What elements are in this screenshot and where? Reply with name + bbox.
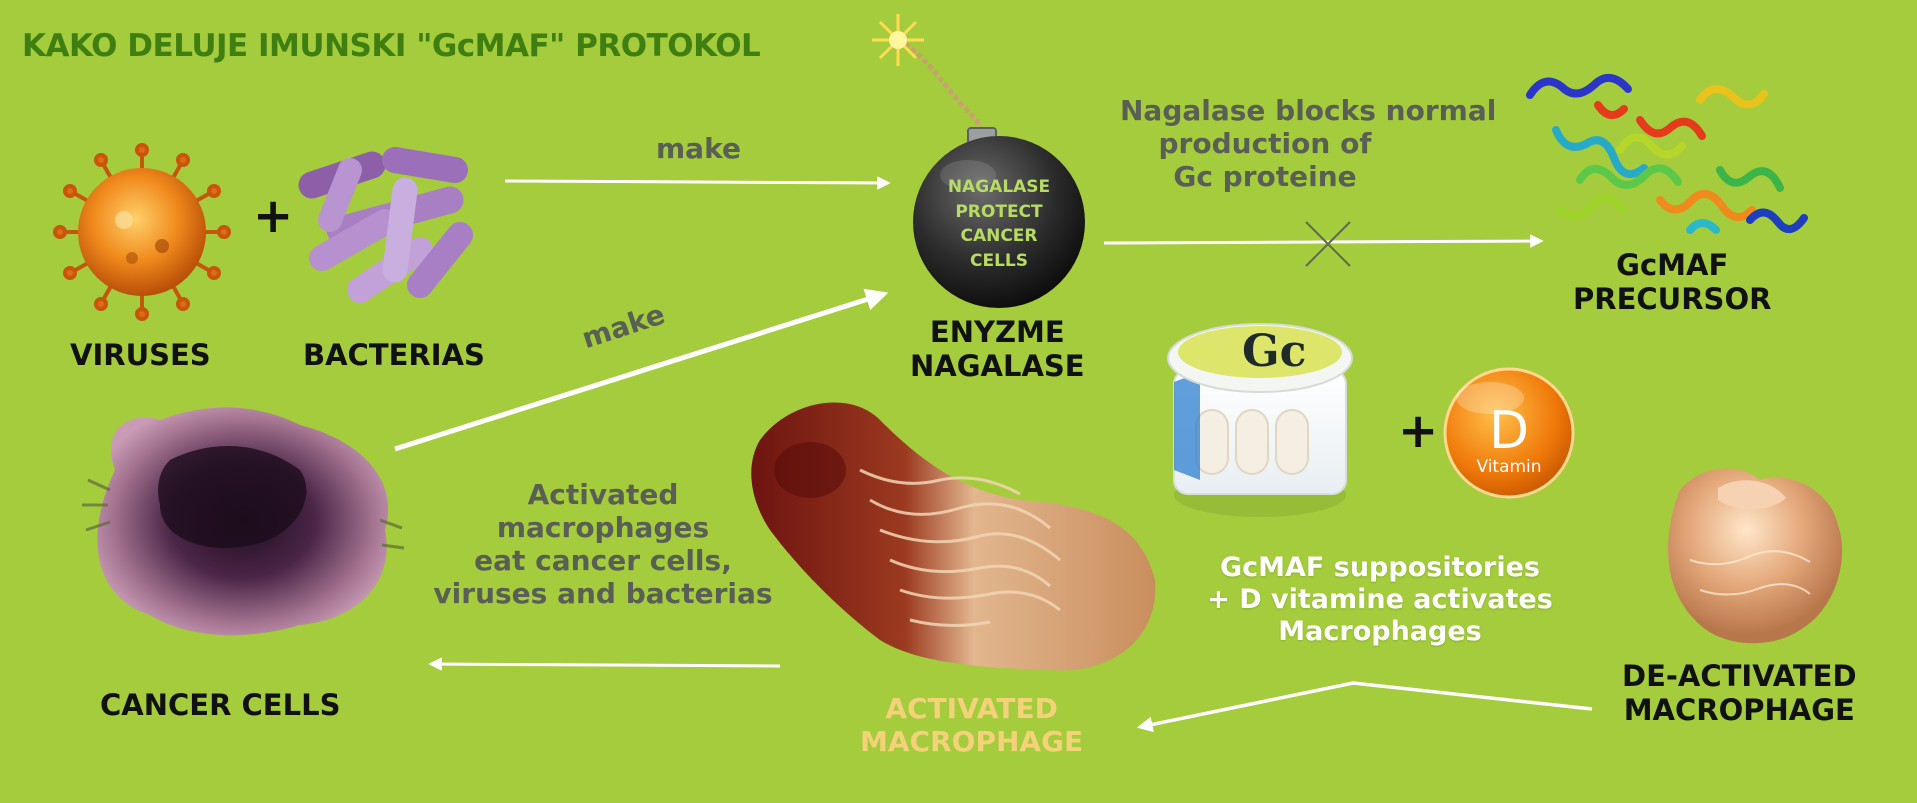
precursor-line-2: PRECURSOR: [1573, 282, 1772, 317]
activated-macrophage-label: ACTIVATED MACROPHAGE: [860, 692, 1083, 758]
supp-line-2: + D vitamine activates: [1207, 583, 1553, 615]
bacterias-label: BACTERIAS: [303, 338, 485, 372]
blocks-line-2: production of: [1158, 127, 1372, 161]
nagalase-blocks-label: Nagalase blocks normal production of Gc …: [1120, 94, 1497, 194]
supp-line-3: Macrophages: [1278, 615, 1482, 647]
eat-line-4: viruses and bacterias: [433, 577, 773, 611]
bomb-line-1: NAGALASE: [947, 177, 1051, 197]
bomb-line-2: PROTECT: [955, 201, 1043, 222]
vitamin-label: Vitamin: [1476, 457, 1541, 477]
activated-line-2: MACROPHAGE: [860, 725, 1084, 759]
plus-sign-1: +: [253, 188, 294, 244]
jar-label: Gc: [1242, 326, 1306, 377]
arrow-eat: [428, 657, 781, 671]
plus-sign-2: +: [1398, 403, 1439, 459]
bomb-label: NAGALASE PROTECT CANCER CELLS: [934, 175, 1064, 274]
supp-line-1: GcMAF suppositories: [1219, 552, 1540, 583]
suppositories-activate-label: GcMAF suppositories + D vitamine activat…: [1195, 552, 1565, 648]
arrow-activation: [1136, 681, 1593, 733]
page-title: KAKO DELUJE IMUNSKI "GcMAF" PROTOKOL: [22, 28, 761, 64]
enzyme-line-1: ENYZME: [929, 315, 1065, 349]
eat-line-2: macrophages: [496, 511, 710, 545]
blocks-line-3: Gc proteine: [1173, 160, 1357, 194]
blocks-line-1: Nagalase blocks normal: [1120, 94, 1497, 127]
deactivated-macrophage-image: [1668, 468, 1843, 644]
cancer-cells-label: CANCER CELLS: [100, 688, 341, 722]
bacteria-icon: [298, 147, 473, 303]
bomb-icon: [872, 14, 1085, 308]
vitamin-letter: D: [1489, 401, 1529, 461]
activated-line-1: ACTIVATED: [885, 692, 1058, 725]
gcmaf-precursor-label: GcMAF PRECURSOR: [1573, 248, 1771, 316]
arrows: [394, 176, 1593, 733]
enzyme-line-2: NAGALASE: [910, 349, 1085, 384]
arrow-make-top: [504, 176, 891, 190]
blocked-cross-icon: [1305, 221, 1351, 267]
make-label-top: make: [656, 132, 741, 165]
deactivated-macrophage-label: DE-ACTIVATED MACROPHAGE: [1622, 659, 1857, 727]
virus-icon: [53, 143, 231, 321]
cancer-cell-image: [82, 407, 405, 636]
deactivated-line-1: DE-ACTIVATED: [1622, 659, 1857, 693]
eat-line-1: Activated: [527, 478, 679, 511]
gcmaf-jar-image: Gc: [1167, 323, 1353, 517]
arrow-make-diag: [394, 288, 889, 452]
deactivated-line-2: MACROPHAGE: [1623, 693, 1855, 728]
macrophages-eat-label: Activated macrophages eat cancer cells, …: [428, 478, 778, 610]
protein-icon: [1526, 74, 1808, 234]
vitamin-d-icon: D Vitamin: [1443, 367, 1575, 499]
eat-line-3: eat cancer cells,: [474, 544, 732, 578]
bomb-line-4: CELLS: [970, 250, 1028, 271]
bomb-line-3: CANCER: [960, 226, 1038, 247]
arrow-blocked: [1103, 234, 1544, 248]
enzyme-nagalase-label: ENYZME NAGALASE: [910, 315, 1085, 383]
viruses-label: VIRUSES: [70, 338, 211, 372]
precursor-line-1: GcMAF: [1616, 248, 1729, 282]
activated-macrophage-image: [751, 402, 1156, 671]
